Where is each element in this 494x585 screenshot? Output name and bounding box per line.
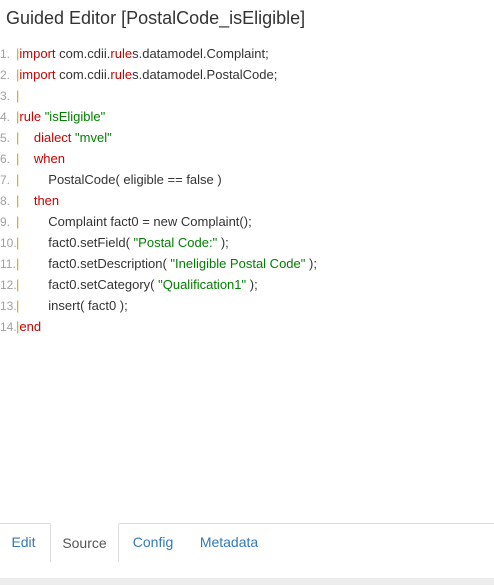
code-line: 7. | PostalCode( eligible == false ) xyxy=(0,169,494,190)
code-line: 13.| insert( fact0 ); xyxy=(0,295,494,316)
line-number: 8. xyxy=(0,194,11,208)
code-string: "mvel" xyxy=(71,130,112,145)
code-line: 1. |import com.cdii.rules.datamodel.Compl… xyxy=(0,43,494,64)
code-gutter-bar: | xyxy=(16,235,20,250)
code-gutter-bar: | xyxy=(16,214,20,229)
code-text: PostalCode( eligible == false ) xyxy=(19,172,222,187)
code-gutter-bar: | xyxy=(16,298,20,313)
footer-strip xyxy=(0,578,494,585)
code-text: s.datamodel.PostalCode; xyxy=(132,67,278,82)
line-number: 3. xyxy=(0,89,11,103)
line-number: 14. xyxy=(0,320,17,334)
line-number: 7. xyxy=(0,173,11,187)
code-gutter-bar: | xyxy=(16,277,20,292)
code-line: 2. |import com.cdii.rules.datamodel.Posta… xyxy=(0,64,494,85)
code-line: 10.| fact0.setField( "Postal Code:" ); xyxy=(0,232,494,253)
tab-metadata[interactable]: Metadata xyxy=(199,534,259,550)
line-number: 1. xyxy=(0,47,11,61)
code-string: "isEligible" xyxy=(41,109,106,124)
tab-source[interactable]: Source xyxy=(50,523,119,562)
code-gutter-bar: | xyxy=(16,46,20,61)
code-text: Complaint fact0 = new Complaint(); xyxy=(19,214,252,229)
code-text: s.datamodel.Complaint; xyxy=(132,46,269,61)
code-text xyxy=(19,130,33,145)
code-gutter-bar: | xyxy=(16,319,20,334)
code-string: "Ineligible Postal Code" xyxy=(170,256,306,271)
code-line: 8. | then xyxy=(0,190,494,211)
code-text: fact0.setCategory( xyxy=(19,277,159,292)
code-string: "Postal Code:" xyxy=(133,235,218,250)
code-keyword: then xyxy=(33,193,60,208)
code-line: 9. | Complaint fact0 = new Complaint(); xyxy=(0,211,494,232)
line-number: 11. xyxy=(0,257,16,271)
code-text: com.cdii. xyxy=(55,46,111,61)
code-text: com.cdii. xyxy=(55,67,111,82)
code-gutter-bar: | xyxy=(16,130,20,145)
code-string: "Qualification1" xyxy=(158,277,247,292)
code-keyword: rule xyxy=(19,109,42,124)
line-number: 9. xyxy=(0,215,11,229)
code-keyword: end xyxy=(19,319,42,334)
line-number: 10. xyxy=(0,236,17,250)
line-number: 2. xyxy=(0,68,11,82)
editor-title: Guided Editor [PostalCode_isEligible] xyxy=(6,8,306,28)
code-line: 12.| fact0.setCategory( "Qualification1"… xyxy=(0,274,494,295)
code-keyword: rule xyxy=(110,67,133,82)
code-gutter-bar: | xyxy=(16,67,20,82)
code-text: ); xyxy=(246,277,258,292)
code-gutter-bar: | xyxy=(16,151,20,166)
line-number: 13. xyxy=(0,299,17,313)
code-gutter-bar: | xyxy=(16,172,20,187)
editor-tab-bar: Edit Source Config Metadata xyxy=(0,523,494,562)
line-number: 4. xyxy=(0,110,11,124)
code-keyword: when xyxy=(33,151,65,166)
line-number: 5. xyxy=(0,131,11,145)
code-text xyxy=(19,151,33,166)
code-gutter-bar: | xyxy=(16,88,20,103)
code-text: fact0.setDescription( xyxy=(19,256,171,271)
tab-config[interactable]: Config xyxy=(132,534,174,550)
code-keyword: rule xyxy=(110,46,133,61)
code-gutter-bar: | xyxy=(16,256,20,271)
code-text: ); xyxy=(305,256,317,271)
code-line: 14.|end xyxy=(0,316,494,337)
code-text: insert( fact0 ); xyxy=(19,298,128,313)
line-number: 12. xyxy=(0,278,17,292)
code-keyword: import xyxy=(19,46,56,61)
code-keyword: import xyxy=(19,67,56,82)
source-code-view: 1.|import com.cdii.rules.datamodel.Compl… xyxy=(0,43,494,337)
code-gutter-bar: | xyxy=(16,109,20,124)
code-keyword: dialect xyxy=(33,130,72,145)
code-line: 4. |rule "isEligible" xyxy=(0,106,494,127)
code-text: ); xyxy=(217,235,229,250)
code-line: 11.| fact0.setDescription( "Ineligible P… xyxy=(0,253,494,274)
line-number: 6. xyxy=(0,152,11,166)
code-line: 3. | xyxy=(0,85,494,106)
tab-edit[interactable]: Edit xyxy=(11,534,36,550)
code-text xyxy=(19,193,33,208)
code-gutter-bar: | xyxy=(16,193,20,208)
code-line: 5. | dialect "mvel" xyxy=(0,127,494,148)
code-line: 6. | when xyxy=(0,148,494,169)
code-text: fact0.setField( xyxy=(19,235,134,250)
